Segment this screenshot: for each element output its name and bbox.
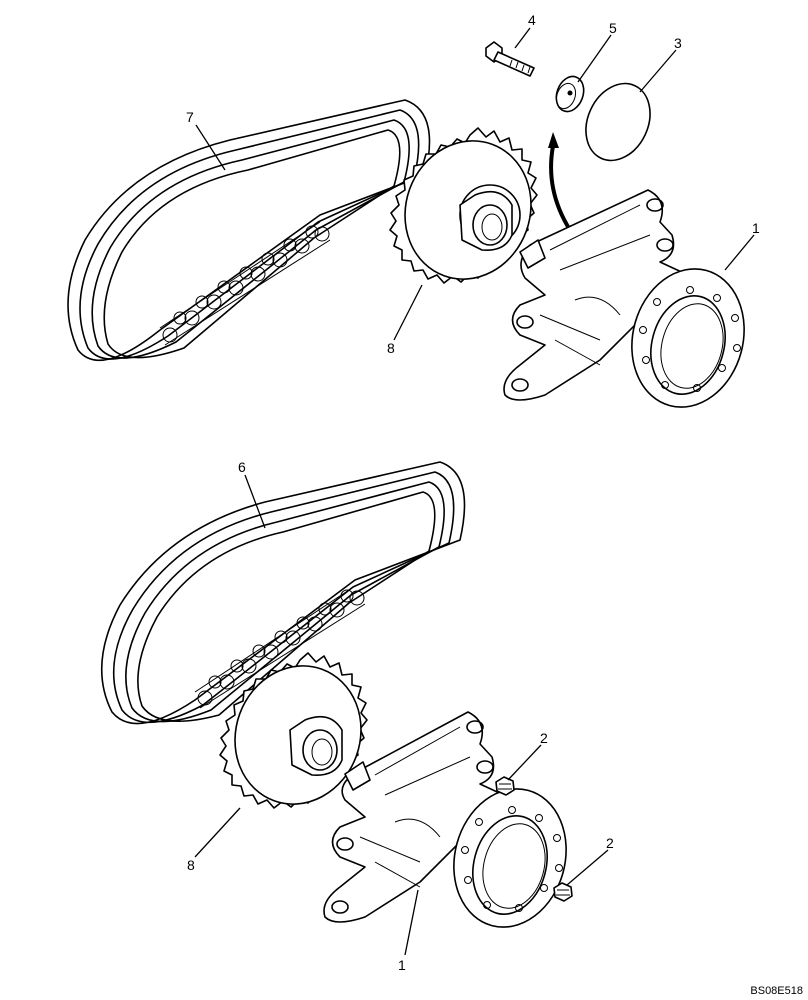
callout-8-top: 8 [387,340,395,356]
sprocket-top [389,127,538,284]
axle-hub-top [503,189,745,408]
drive-chain-bottom [100,461,466,725]
drawing-code: BS08E518 [750,985,803,997]
callout-5: 5 [609,20,617,36]
callout-4: 4 [528,12,536,28]
washer [555,75,585,113]
assembly-arrow [548,132,572,232]
callout-8-bottom: 8 [187,857,195,873]
callout-2-b: 2 [606,835,614,851]
drive-chain-top [67,99,431,362]
lug-nut-a [495,776,515,796]
axle-hub-bottom [323,711,567,928]
bolt [485,41,535,77]
callout-7: 7 [186,109,194,125]
callout-1-bottom: 1 [398,957,406,973]
callout-2-a: 2 [540,730,548,746]
sprocket-bottom [219,652,368,809]
leader-lines [194,27,755,956]
callout-3: 3 [674,35,682,51]
callout-1-top: 1 [752,220,760,236]
cover-plate [585,82,651,162]
callout-6: 6 [238,459,246,475]
lug-nut-b [553,882,573,902]
